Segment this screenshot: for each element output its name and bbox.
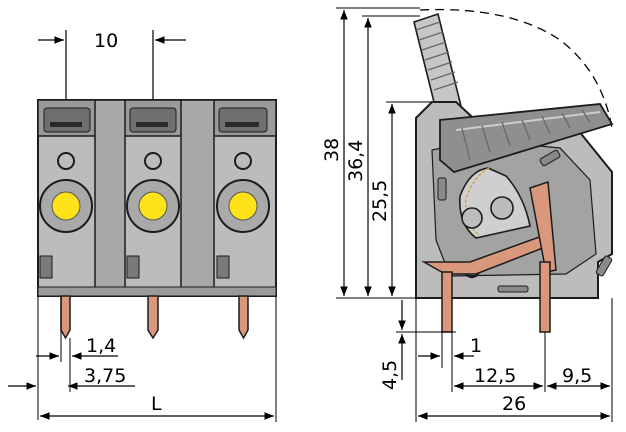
dim-pin-thickness-label: 1,4 (86, 335, 116, 357)
dim-pin-spacing-label: 12,5 (474, 365, 516, 387)
lever-swing-arc (419, 8, 613, 129)
pin (238, 295, 249, 340)
pole-2 (126, 107, 180, 279)
pole-divider (180, 99, 215, 297)
pin (539, 261, 551, 333)
dim-depth: 26 (415, 298, 610, 422)
dim-pin-spacing: 12,5 (454, 332, 546, 392)
dim-height-total-label: 38 (321, 138, 343, 162)
release-button (138, 191, 168, 221)
dim-pin-length-label: 4,5 (379, 360, 401, 390)
pole-1 (39, 107, 93, 279)
dim-height-clamp: 25,5 (369, 101, 432, 296)
dim-pin-to-back-label: 9,5 (562, 365, 592, 387)
dim-depth-label: 26 (502, 393, 526, 415)
front-view: 10 1,4 3,75 L (8, 30, 277, 422)
pole-divider (94, 99, 126, 297)
dim-height-body-label: 36,4 (345, 140, 367, 182)
lever-closed (439, 103, 614, 174)
dim-pin-width-label: 1 (470, 335, 482, 357)
dim-height-total: 38 (321, 7, 420, 299)
front-pins (60, 295, 249, 340)
front-bottom-bar (37, 286, 277, 297)
clamp-leg (529, 180, 557, 273)
dim-pitch-label: 10 (94, 30, 118, 52)
dim-pin-length: 4,5 (379, 297, 456, 390)
test-hole (234, 152, 252, 170)
dim-pin-to-back: 9,5 (547, 298, 613, 422)
dim-pitch: 10 (38, 30, 186, 100)
release-button (228, 191, 258, 221)
pin (147, 295, 159, 340)
test-hole (144, 152, 162, 170)
pin (441, 271, 453, 333)
test-hole (57, 152, 75, 170)
dim-pin-offset: 3,75 (8, 296, 135, 420)
pin (60, 295, 71, 340)
dim-pin-offset-label: 3,75 (84, 365, 126, 387)
current-bar (421, 235, 550, 275)
release-button (51, 191, 81, 221)
dim-length-label: L (151, 393, 162, 415)
dim-pin-width: 1 (418, 332, 482, 392)
dim-length: L (40, 296, 277, 422)
dim-height-body: 36,4 (345, 15, 420, 296)
side-pins (421, 180, 557, 333)
dim-height-clamp-label: 25,5 (369, 180, 391, 222)
pole-3 (216, 107, 270, 279)
side-view: 38 36,4 25,5 4,5 1 (321, 7, 614, 422)
